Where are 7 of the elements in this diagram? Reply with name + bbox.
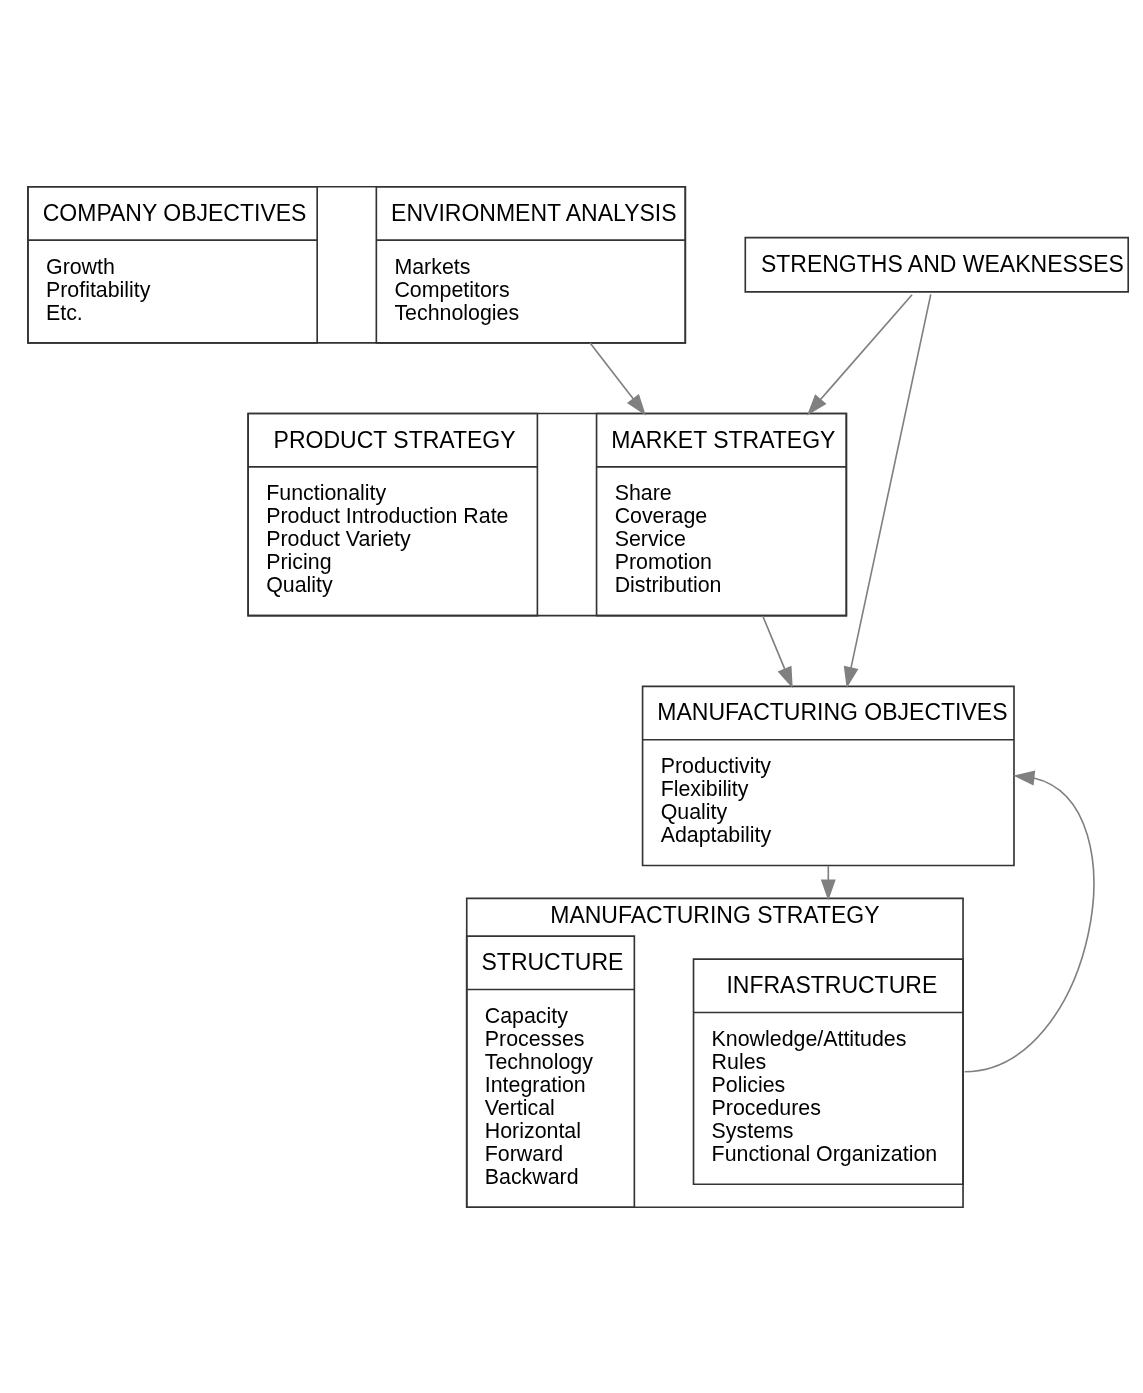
arrow: [843, 293, 932, 688]
arrow: [761, 614, 793, 688]
arrow: [806, 293, 913, 415]
node-box: STRENGTHS AND WEAKNESSES: [744, 236, 1130, 293]
arrow: [963, 770, 1094, 1072]
arrow: [820, 864, 836, 901]
arrow: [589, 341, 646, 415]
